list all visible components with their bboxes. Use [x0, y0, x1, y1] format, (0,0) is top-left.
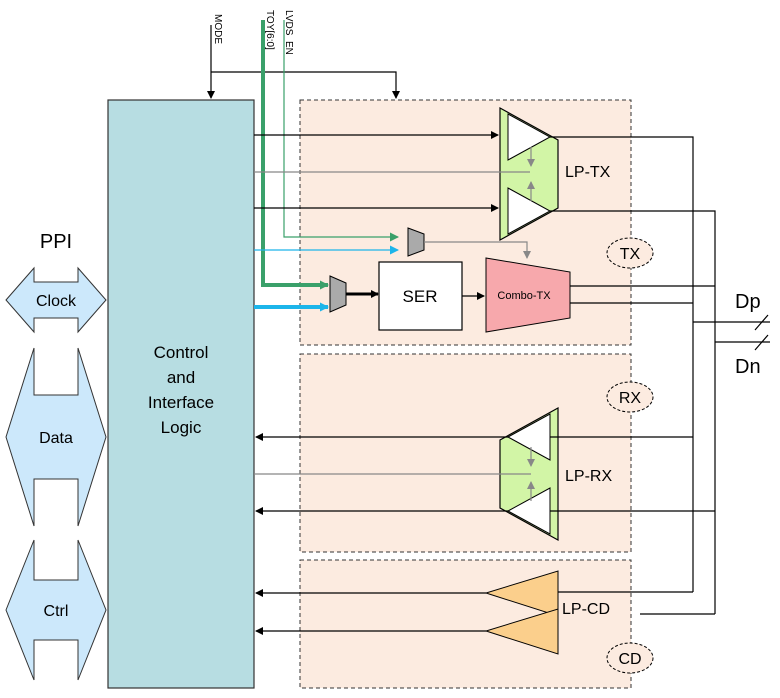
lp-cd-comparator-bottom [484, 608, 559, 655]
control-line3: Interface [148, 393, 214, 412]
lp-tx-buffer-bottom [507, 187, 552, 235]
cd-label: CD [618, 651, 641, 668]
lp-rx-label: LP-RX [565, 468, 612, 485]
ppi-title: PPI [40, 231, 72, 253]
cd-region [299, 559, 632, 689]
rx-ellipse [606, 381, 654, 413]
clock-label: Clock [36, 293, 77, 310]
rx-region [299, 353, 632, 553]
toy-label: TOY[6:0] [264, 10, 275, 50]
combo-tx-label: Combo-TX [497, 290, 551, 302]
tx-label: TX [620, 246, 641, 263]
small-mux [407, 227, 425, 257]
data-mux [329, 275, 347, 313]
dp-label: Dp [735, 291, 761, 313]
ctrl-label: Ctrl [44, 603, 69, 620]
data-arrow [5, 347, 107, 527]
ctrl-arrow [5, 539, 107, 681]
control-line4: Logic [161, 418, 202, 437]
tx-ellipse [606, 237, 654, 269]
control-line2: and [167, 368, 195, 387]
lp-tx-buffer-top [507, 113, 552, 161]
lvds-en-label: LVDS_EN [283, 10, 294, 55]
mode-label: MODE [212, 14, 223, 44]
cd-ellipse [606, 642, 654, 674]
tx-region [299, 99, 632, 346]
ser-block [378, 261, 463, 331]
control-line1: Control [154, 343, 209, 362]
ser-label: SER [403, 287, 438, 306]
lp-tx-label: LP-TX [565, 164, 611, 181]
lp-cd-comparator-top [484, 570, 559, 617]
data-label: Data [39, 430, 73, 447]
combo-tx-block [485, 257, 571, 333]
control-logic-block [107, 99, 255, 689]
clock-arrow [5, 266, 107, 334]
rx-label: RX [619, 390, 642, 407]
dn-label: Dn [735, 356, 761, 378]
lp-cd-label: LP-CD [562, 601, 610, 618]
